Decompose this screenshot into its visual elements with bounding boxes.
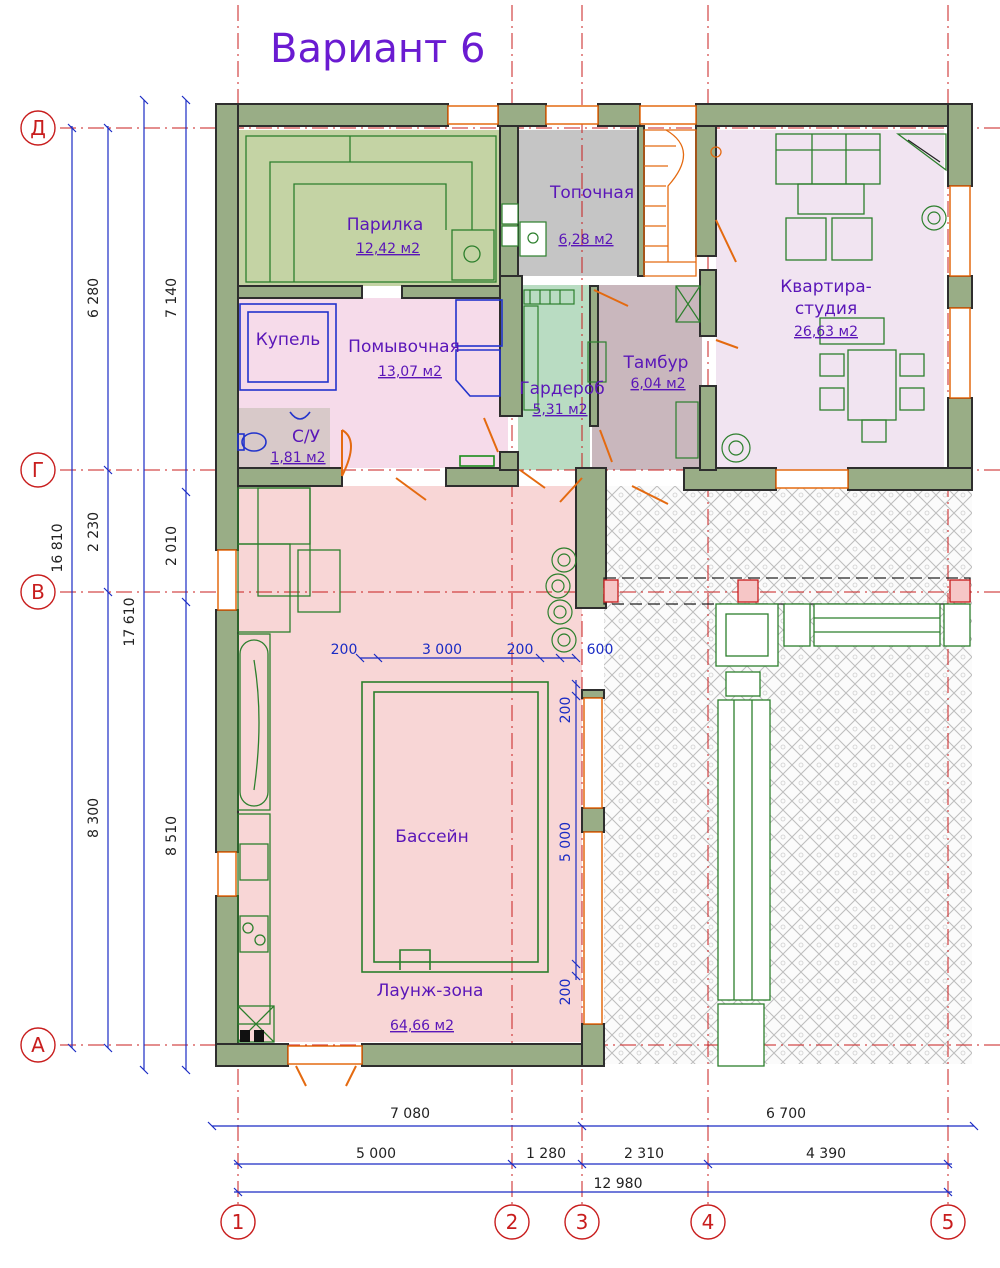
axis-col-3: 3	[576, 1210, 589, 1234]
dim-bottom-2310: 2 310	[624, 1146, 664, 1162]
area-tambur: 6,04 м2	[630, 376, 685, 392]
label-kupel: Купель	[256, 330, 321, 350]
axis-row-v: В	[31, 580, 45, 604]
dim-pool-200-d: 200	[558, 979, 574, 1006]
dim-pool-200-c: 200	[558, 697, 574, 724]
sauna-benches	[245, 135, 497, 283]
dim-pool-200-b: 200	[507, 642, 534, 658]
dim-bottom-12980: 12 980	[594, 1176, 643, 1192]
dim-pool-3000: 3 000	[422, 642, 462, 658]
axis-col-2: 2	[506, 1210, 519, 1234]
dim-bottom-7080: 7 080	[390, 1106, 430, 1122]
label-kvartira-2: студия	[795, 299, 857, 319]
dim-left-8300: 8 300	[86, 798, 102, 838]
garderob-floor	[518, 285, 590, 470]
walls	[215, 103, 973, 1067]
left-dimensions: 6 280 2 230 8 300 16 810 7 140 2 010 8 5…	[50, 95, 191, 1075]
lounge-furniture	[237, 487, 341, 1043]
dim-bottom-4390: 4 390	[806, 1146, 846, 1162]
bottom-dimensions: 7 080 6 700 5 000 1 280 2 310 4 390 12 9…	[207, 1106, 979, 1197]
su-floor	[238, 408, 330, 468]
label-kvartira-1: Квартира-	[780, 277, 872, 297]
area-topochnaya: 6,28 м2	[558, 232, 613, 248]
area-su: 1,81 м2	[270, 450, 325, 466]
wardrobe-rails	[523, 289, 607, 411]
tambur-floor	[592, 285, 702, 470]
doors	[295, 219, 739, 1087]
kupel-tub-inner	[247, 311, 329, 383]
row-axis-bubbles: Д Г В А	[20, 110, 56, 1063]
dim-pool-5000: 5 000	[558, 822, 574, 862]
label-parilka: Парилка	[347, 215, 424, 235]
axis-row-d: Д	[30, 116, 46, 140]
dim-bottom-6700: 6 700	[766, 1106, 806, 1122]
tambur-fixtures	[675, 285, 701, 459]
windows	[217, 105, 971, 1065]
pool	[361, 681, 549, 973]
stove-icon	[240, 1030, 264, 1042]
axis-col-5: 5	[942, 1210, 955, 1234]
dim-pool-200-a: 200	[331, 642, 358, 658]
studio-furniture	[775, 133, 947, 443]
dim-left-17610: 17 610	[122, 598, 138, 647]
label-tambur: Тамбур	[623, 353, 689, 373]
kupel-tub	[239, 303, 337, 391]
axis-col-4: 4	[702, 1210, 715, 1234]
area-launge: 64,66 м2	[390, 1018, 454, 1034]
dim-left-2010: 2 010	[164, 526, 180, 566]
dim-left-8510: 8 510	[164, 816, 180, 856]
label-bassein: Бассейн	[395, 827, 468, 847]
label-pomyvochnaya: Помывочная	[348, 337, 460, 357]
col-axis-bubbles: 1 2 3 4 5	[220, 1204, 966, 1240]
dim-left-16810: 16 810	[50, 524, 66, 573]
dim-left-7140: 7 140	[164, 278, 180, 318]
room-labels: Парилка 12,42 м2 Топочная 6,28 м2 Купель…	[256, 183, 872, 1034]
dim-bottom-1280: 1 280	[526, 1146, 566, 1162]
shower-cabins	[455, 299, 503, 397]
axis-col-1: 1	[232, 1210, 245, 1234]
axis-row-a: А	[31, 1033, 45, 1057]
plan-title: Вариант 6	[270, 26, 485, 72]
su-fixtures	[237, 411, 311, 452]
label-su: С/У	[292, 427, 321, 447]
dim-left-6280: 6 280	[86, 278, 102, 318]
terrace-furniture	[603, 577, 971, 1067]
staircase	[643, 129, 722, 277]
area-parilka: 12,42 м2	[356, 241, 420, 257]
area-kvartira: 26,63 м2	[794, 324, 858, 340]
dim-left-2230: 2 230	[86, 512, 102, 552]
parilka-floor	[238, 130, 500, 286]
axis-row-g: Г	[32, 458, 44, 482]
bench-washroom	[459, 455, 495, 467]
terrace-floor	[604, 486, 972, 1064]
fireplace-unit	[501, 203, 547, 257]
dim-pool-600: 600	[587, 642, 614, 658]
plants	[545, 205, 947, 653]
area-garderob: 5,31 м2	[532, 402, 587, 418]
kvartira-floor	[716, 130, 944, 470]
dim-bottom-5000: 5 000	[356, 1146, 396, 1162]
pool-dimensions: 200 3 000 200 600 200 5 000 200	[331, 642, 614, 1005]
label-launge: Лаунж-зона	[377, 981, 484, 1001]
area-pomyvochnaya: 13,07 м2	[378, 364, 442, 380]
label-garderob: Гардероб	[519, 379, 604, 399]
label-topochnaya: Топочная	[549, 183, 634, 203]
